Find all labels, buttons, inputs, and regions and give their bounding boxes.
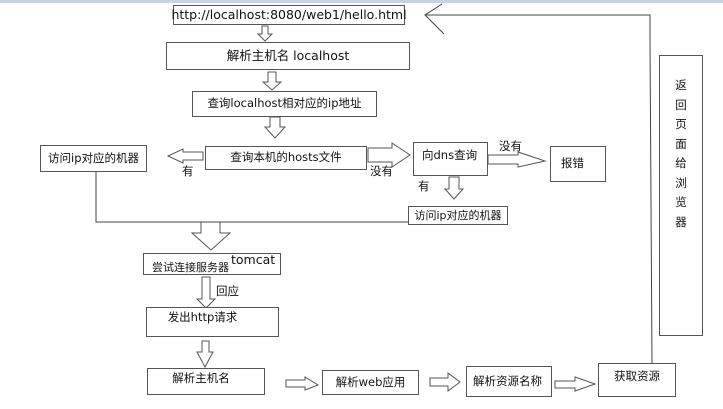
edge-label-hosts-yes: 有 [182,164,194,178]
edge-label-dns-yes: 有 [418,179,430,193]
arrow-down [261,71,283,91]
return-page-char: 页 [675,117,687,131]
node-parse-hostname: 解析主机名 [147,368,265,395]
return-arrowhead [424,3,445,35]
edge-label-dns-no: 没有 [499,139,522,153]
edge-label-response: 回应 [216,284,239,298]
return-page-char: 返 [675,78,687,92]
node-connect-server: 尝试连接服务器 tomcat [143,253,281,275]
arrow-right [487,151,547,168]
return-page-char: 览 [675,195,687,209]
node-return-page: 返 回 页 面 给 浏 览 器 [659,55,703,336]
return-page-char: 面 [675,136,687,151]
connect-server-label: 尝试连接服务器 [152,261,229,274]
arrow-right [285,376,320,391]
arrow-down [196,340,214,369]
node-parse-host: 解析主机名 localhost [166,42,410,70]
node-query-ip: 查询localhost相对应的ip地址 [192,91,377,117]
return-page-char: 浏 [675,175,687,190]
arrow-down [190,221,232,251]
arrow-right [429,372,461,392]
arrow-right [554,376,597,392]
node-parse-webapp: 解析web应用 [322,370,419,395]
return-page-char: 回 [675,97,687,112]
arrow-left [166,148,204,164]
arrow-down [263,116,287,139]
arrow-down [443,176,465,200]
arrow-right [367,142,411,168]
node-url: http://localhost:8080/web1/hello.html [171,5,407,25]
arrow-down [256,25,274,42]
node-visit-ip-left: 访问ip对应的机器 [40,145,147,172]
merge-line-left [95,171,410,223]
return-page-char: 给 [675,156,687,170]
node-error: 报错 [550,146,606,182]
return-line [425,14,653,365]
top-border [0,0,723,3]
connect-server-suffix: tomcat [231,251,276,267]
node-get-resource: 获取资源 [598,363,676,397]
node-visit-ip-right: 访问ip对应的机器 [408,206,508,225]
node-send-http: 发出http请求 [146,307,279,337]
return-page-char: 器 [675,214,687,229]
node-parse-resource: 解析资源名称 [466,366,552,397]
node-query-dns: 向dns查询 [413,142,488,176]
edge-label-hosts-no: 没有 [370,164,393,178]
arrow-down [195,276,217,309]
node-query-hosts: 查询本机的hosts文件 [205,146,367,170]
